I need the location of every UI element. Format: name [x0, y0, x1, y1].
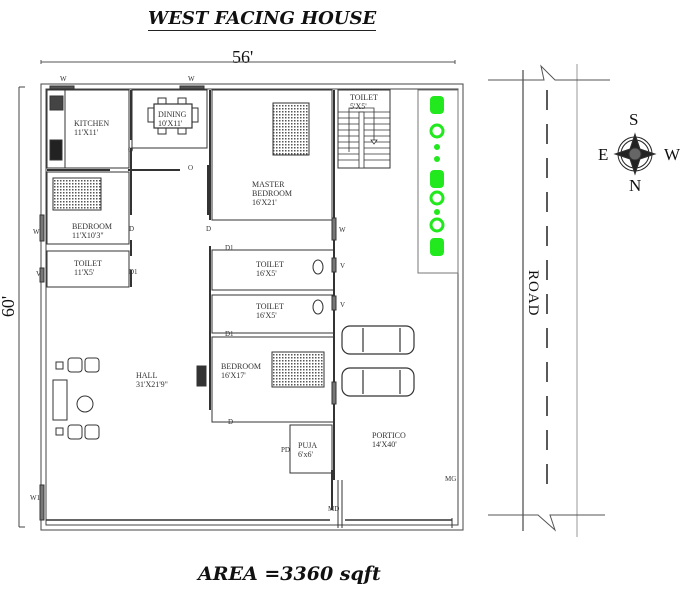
room-name: PORTICO: [372, 431, 406, 440]
road-label: ROAD: [525, 270, 541, 317]
room-size: 6'x6': [298, 450, 313, 459]
door-marker: D: [129, 225, 135, 233]
door1-marker: D1: [225, 330, 234, 338]
window-marker: W: [339, 226, 346, 234]
room-size: 14'X40': [372, 440, 397, 449]
room-size: 16'X5': [256, 311, 277, 320]
puja-door-marker: PD: [281, 446, 290, 454]
room-name: PUJA: [298, 441, 318, 450]
compass-south: S: [629, 110, 639, 129]
page-title: WEST FACING HOUSE: [148, 8, 377, 31]
door1-marker: D1: [225, 244, 234, 252]
window-marker: W: [60, 75, 67, 83]
main-door-marker: MD: [328, 505, 340, 513]
room-name: KITCHEN: [74, 119, 110, 128]
room-name: TOILET: [350, 93, 378, 102]
ventilator-marker: V: [340, 301, 346, 309]
ventilator-marker: V: [340, 262, 346, 270]
door-marker: D: [206, 225, 212, 233]
room-name: HALL: [136, 371, 158, 380]
room-size: 16'X21': [252, 198, 277, 207]
compass-north: N: [629, 176, 642, 195]
room-name: BEDROOM: [72, 222, 113, 231]
compass-east: E: [598, 145, 609, 164]
room-name: BEDROOM: [221, 362, 262, 371]
room-size: 16'X17': [221, 371, 246, 380]
room-size: 10'X11': [158, 119, 183, 128]
window-marker: W: [33, 228, 40, 236]
room-name: TOILET: [256, 260, 284, 269]
room-size: 16'X5': [256, 269, 277, 278]
ventilator-marker: V: [36, 270, 42, 278]
window1-marker: W1: [30, 494, 41, 502]
room-name: DINING: [158, 110, 187, 119]
room-size: 11'X10'3": [72, 231, 104, 240]
door-marker: D: [228, 418, 234, 426]
room-size: 11'X11': [74, 128, 99, 137]
opening-marker: O: [128, 146, 134, 154]
room-size: 31'X21'9": [136, 380, 168, 389]
compass-west: W: [664, 145, 681, 164]
room-size: 11'X5': [74, 268, 95, 277]
room-name: TOILET: [256, 302, 284, 311]
opening-marker: O: [188, 164, 194, 172]
room-size: 5'X5': [350, 102, 367, 111]
window-marker: W: [188, 75, 195, 83]
room-name: TOILET: [74, 259, 102, 268]
room-name: MASTER BEDROOM: [252, 180, 293, 198]
area-label: AREA =3360 sqft: [198, 563, 381, 585]
main-gate-marker: MG: [445, 475, 457, 483]
door1-marker: D1: [129, 268, 138, 276]
